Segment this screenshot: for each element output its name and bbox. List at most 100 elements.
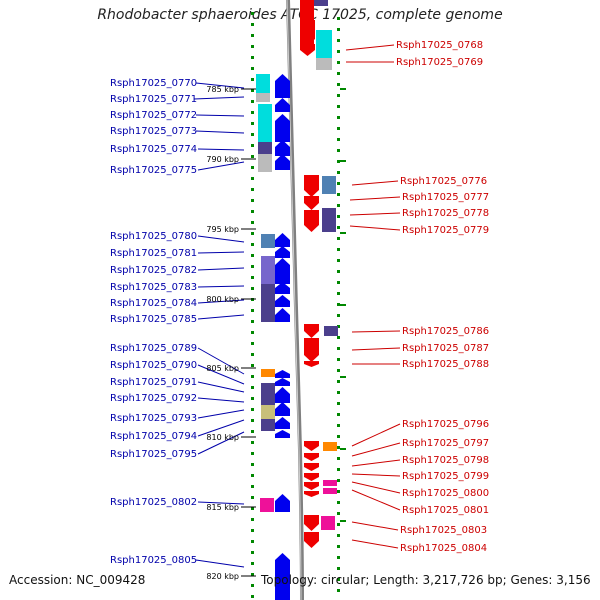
left-leader-line <box>197 267 245 271</box>
major-tick-right <box>340 88 346 90</box>
domain-box <box>261 383 275 405</box>
left-gene-label: Rsph17025_0781 <box>110 248 197 259</box>
tick-dot-right <box>337 292 340 295</box>
left-gene-label: Rsph17025_0771 <box>110 94 197 105</box>
tick-dot-left <box>251 265 254 268</box>
reverse-gene-arrow <box>300 44 315 56</box>
domain-box <box>316 58 332 70</box>
tick-dot-left <box>251 474 254 477</box>
tick-dot-right <box>337 534 340 537</box>
tick-dot-right <box>337 28 340 31</box>
right-leader-line <box>351 521 399 531</box>
tick-dot-right <box>337 446 340 449</box>
tick-dot-left <box>251 89 254 92</box>
tick-dot-left <box>251 243 254 246</box>
tick-dot-right <box>337 479 340 482</box>
tick-dot-right <box>337 457 340 460</box>
left-gene-label: Rsph17025_0773 <box>110 126 197 137</box>
left-gene-label: Rsph17025_0795 <box>110 449 197 460</box>
left-leader-line <box>197 419 245 437</box>
tick-dot-left <box>251 276 254 279</box>
left-leader-line <box>197 381 245 393</box>
forward-gene-arrow <box>275 114 290 142</box>
tick-dot-right <box>337 138 340 141</box>
reverse-gene-arrow <box>304 482 319 490</box>
right-leader-line <box>345 44 395 51</box>
left-leader-line <box>193 96 245 100</box>
tick-dot-left <box>251 45 254 48</box>
right-gene-label: Rsph17025_0803 <box>400 525 487 536</box>
tick-dot-left <box>251 155 254 158</box>
tick-dot-right <box>337 105 340 108</box>
forward-gene-arrow <box>275 370 290 378</box>
left-gene-label: Rsph17025_0770 <box>110 78 197 89</box>
right-gene-label: Rsph17025_0776 <box>400 176 487 187</box>
right-gene-label: Rsph17025_0768 <box>396 40 483 51</box>
forward-gene-arrow <box>275 140 290 156</box>
tick-dot-right <box>337 545 340 548</box>
right-gene-label: Rsph17025_0778 <box>402 208 489 219</box>
reverse-gene-arrow <box>304 361 319 367</box>
tick-dot-right <box>337 72 340 75</box>
left-gene-label: Rsph17025_0782 <box>110 265 197 276</box>
tick-dot-left <box>251 287 254 290</box>
right-gene-label: Rsph17025_0801 <box>402 505 489 516</box>
left-gene-label: Rsph17025_0784 <box>110 298 197 309</box>
tick-dot-right <box>337 149 340 152</box>
tick-dot-left <box>251 122 254 125</box>
reverse-gene-arrow <box>304 196 319 210</box>
left-leader-line <box>197 397 245 403</box>
domain-box <box>261 284 275 322</box>
right-leader-line <box>349 196 401 201</box>
right-leader-line <box>351 473 401 477</box>
forward-gene-arrow <box>275 494 290 512</box>
domain-box <box>261 419 275 431</box>
forward-gene-arrow <box>275 553 290 600</box>
left-leader-line <box>197 364 245 385</box>
domain-box <box>261 369 275 377</box>
tick-dot-right <box>337 116 340 119</box>
tick-dot-left <box>251 188 254 191</box>
tick-dot-right <box>337 380 340 383</box>
reverse-gene-arrow <box>304 473 319 481</box>
right-leader-line <box>351 481 401 494</box>
kbp-label: 785 kbp <box>206 85 239 94</box>
reverse-gene-arrow <box>304 515 319 531</box>
tick-dot-right <box>337 325 340 328</box>
major-tick-right <box>340 232 346 234</box>
reverse-gene-arrow <box>304 175 319 197</box>
left-leader-line <box>195 559 245 568</box>
tick-dot-right <box>337 402 340 405</box>
tick-dot-right <box>337 248 340 251</box>
tick-dot-right <box>337 413 340 416</box>
tick-dot-right <box>337 127 340 130</box>
reverse-gene-arrow <box>304 441 319 451</box>
right-leader-line <box>351 180 399 186</box>
domain-box <box>322 220 336 232</box>
tick-dot-left <box>251 496 254 499</box>
tick-dot-right <box>337 358 340 361</box>
reverse-gene-arrow <box>304 453 319 461</box>
tick-dot-left <box>251 452 254 455</box>
tick-dot-right <box>337 61 340 64</box>
right-gene-label: Rsph17025_0786 <box>402 326 489 337</box>
forward-gene-arrow <box>275 308 290 322</box>
backbone-line <box>286 0 304 600</box>
domain-box <box>323 488 337 494</box>
right-gene-label: Rsph17025_0800 <box>402 488 489 499</box>
tick-dot-right <box>337 512 340 515</box>
right-gene-label: Rsph17025_0777 <box>402 192 489 203</box>
genome-backbone <box>286 0 304 600</box>
left-gene-label: Rsph17025_0794 <box>110 431 197 442</box>
right-gene-label: Rsph17025_0804 <box>400 543 487 554</box>
left-gene-label: Rsph17025_0780 <box>110 231 197 242</box>
forward-gene-arrow <box>275 295 290 307</box>
tick-dot-left <box>251 320 254 323</box>
tick-dot-right <box>337 226 340 229</box>
reverse-gene-arrow <box>304 491 319 497</box>
left-gene-label: Rsph17025_0802 <box>110 497 197 508</box>
tick-dot-right <box>337 501 340 504</box>
left-gene-label: Rsph17025_0792 <box>110 393 197 404</box>
tick-dot-left <box>251 254 254 257</box>
